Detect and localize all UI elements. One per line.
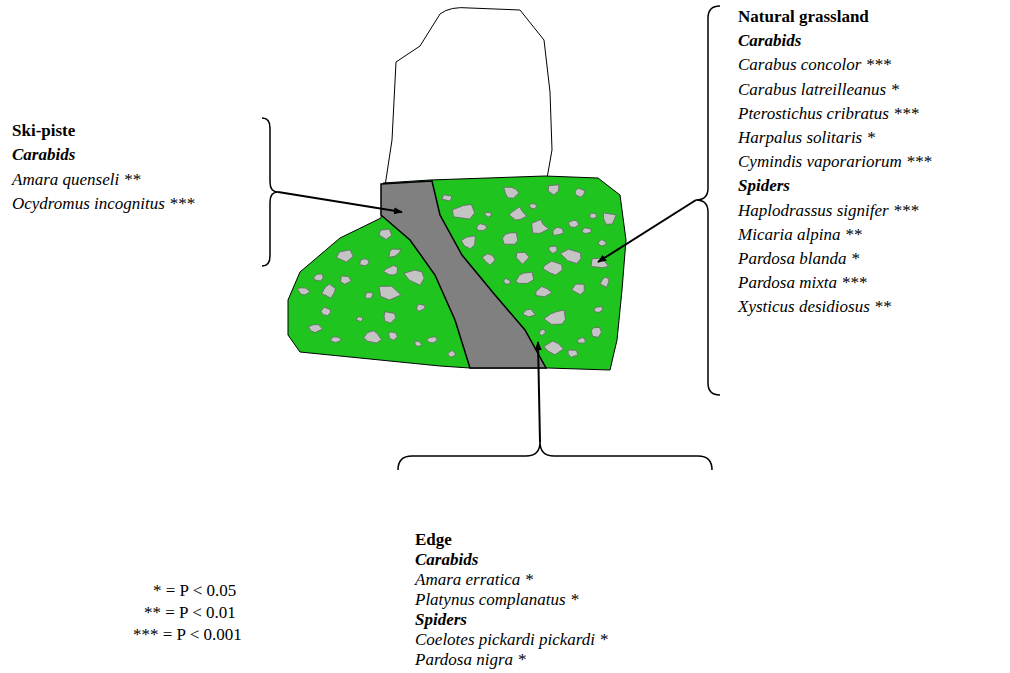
- species-label: Cymindis vaporariorum ***: [738, 152, 932, 172]
- stone: [590, 213, 597, 218]
- stone: [572, 284, 585, 295]
- stone: [404, 270, 424, 285]
- stone: [336, 250, 353, 262]
- stone: [568, 220, 579, 227]
- stone: [297, 288, 310, 295]
- stone: [448, 351, 456, 358]
- stone: [365, 292, 373, 298]
- stone: [384, 312, 396, 323]
- ski-piste-band: [381, 181, 546, 368]
- stone: [516, 272, 534, 283]
- species-label: Amara erratica *: [415, 570, 533, 590]
- species-label: Xysticus desidiosus **: [738, 297, 891, 317]
- taxon-heading: Spiders: [415, 610, 467, 630]
- stone: [484, 212, 491, 217]
- stone: [575, 188, 585, 197]
- species-label: Coelotes pickardi pickardi *: [415, 630, 608, 650]
- stone: [442, 195, 452, 201]
- stone: [504, 187, 519, 198]
- stone: [582, 228, 592, 234]
- species-label: Platynus complanatus *: [415, 590, 578, 610]
- stone: [322, 284, 336, 298]
- taxon-heading: Carabids: [415, 550, 478, 570]
- stone: [502, 233, 517, 245]
- piste-arrow: [278, 192, 402, 212]
- stone: [504, 278, 511, 284]
- stone: [553, 227, 564, 235]
- stone: [414, 341, 421, 346]
- stone: [384, 265, 398, 274]
- species-label: Pterostichus cribratus ***: [738, 104, 919, 124]
- species-label: Ocydromus incognitus ***: [12, 194, 195, 214]
- stone: [529, 204, 536, 209]
- stone: [360, 259, 369, 266]
- stone: [461, 236, 475, 249]
- stone: [482, 254, 495, 265]
- stone: [379, 286, 401, 300]
- grassland-area: [288, 176, 626, 370]
- species-label: Carabus concolor ***: [738, 55, 891, 75]
- species-label: Haplodrassus signifer ***: [738, 201, 918, 221]
- species-label: Carabus latreilleanus *: [738, 80, 899, 100]
- stone: [603, 213, 616, 225]
- stone: [594, 306, 603, 312]
- stone: [523, 309, 536, 317]
- stone: [591, 258, 609, 268]
- species-label: Harpalus solitaris *: [738, 128, 875, 148]
- stone: [379, 229, 392, 239]
- species-label: Pardosa mixta ***: [738, 273, 867, 293]
- significance-key: ** = P < 0.01: [144, 603, 236, 623]
- group-heading: Ski-piste: [12, 121, 75, 141]
- stone: [308, 325, 322, 333]
- stone: [452, 204, 474, 219]
- stone: [340, 276, 351, 284]
- taxon-heading: Carabids: [738, 31, 801, 51]
- grassland-brace: [696, 6, 720, 395]
- stone: [389, 249, 401, 257]
- significance-key: *** = P < 0.001: [133, 625, 242, 645]
- stone: [509, 207, 527, 220]
- stone: [544, 310, 566, 324]
- stone: [543, 261, 562, 275]
- stone: [314, 274, 323, 281]
- stone: [532, 219, 549, 233]
- stone: [427, 337, 438, 343]
- stone: [568, 350, 578, 357]
- grassland-arrow: [598, 200, 696, 262]
- stone: [600, 277, 609, 287]
- stone: [330, 337, 341, 343]
- piste-brace: [262, 118, 278, 266]
- edge-brace: [398, 442, 712, 470]
- stone: [477, 224, 487, 231]
- stone: [591, 327, 601, 337]
- stone: [356, 317, 363, 322]
- species-label: Micaria alpina **: [738, 225, 862, 245]
- group-heading: Natural grassland: [738, 7, 869, 27]
- stone: [598, 240, 606, 246]
- taxon-heading: Spiders: [738, 176, 790, 196]
- stone: [560, 249, 581, 263]
- stone: [416, 304, 425, 311]
- significance-key: * = P < 0.05: [153, 581, 236, 601]
- stone: [577, 338, 585, 343]
- stone: [544, 341, 564, 355]
- species-label: Amara quenseli **: [12, 170, 140, 190]
- species-label: Pardosa nigra *: [415, 650, 526, 670]
- stone: [364, 331, 382, 343]
- stone: [540, 329, 546, 336]
- stone: [516, 252, 529, 264]
- stone: [389, 332, 398, 340]
- stone: [321, 307, 331, 316]
- stone: [536, 287, 552, 297]
- species-label: Pardosa blanda *: [738, 249, 859, 269]
- stone: [549, 246, 558, 254]
- group-heading: Edge: [415, 530, 452, 550]
- mountain-peak: [385, 8, 552, 186]
- taxon-heading: Carabids: [12, 145, 75, 165]
- stone: [548, 185, 559, 195]
- edge-arrow: [538, 342, 540, 442]
